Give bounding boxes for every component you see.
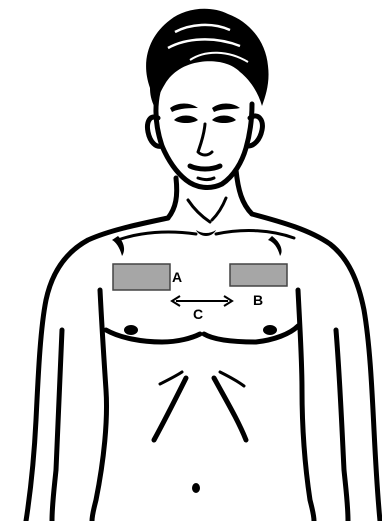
nipple-left	[124, 325, 138, 335]
throat-line	[188, 200, 210, 222]
clavicle-left	[118, 232, 196, 240]
neck-right	[236, 170, 252, 214]
electrode-pad-a	[113, 264, 170, 290]
torso-side-left	[92, 290, 107, 521]
label-c: C	[193, 306, 203, 322]
rib-line-left	[160, 372, 182, 384]
torso-illustration	[26, 214, 380, 521]
torso-side-right	[298, 290, 314, 521]
distance-arrow	[172, 296, 232, 306]
hair-shape	[146, 9, 268, 108]
navel	[192, 483, 200, 493]
abdomen-right	[214, 378, 246, 440]
abdomen-left	[154, 378, 186, 440]
electrode-pad-b	[230, 264, 287, 286]
shoulder-mark-right	[268, 236, 282, 256]
pectoral-right	[204, 326, 298, 342]
shoulder-right	[252, 214, 380, 521]
arm-inner-left	[52, 330, 62, 521]
nipple-right	[263, 325, 277, 335]
head-illustration	[146, 9, 268, 188]
sternal-notch	[196, 230, 216, 236]
clavicle-right	[216, 231, 294, 238]
eyebrow-right	[212, 104, 240, 113]
eye-right	[212, 116, 236, 124]
eye-left	[174, 116, 198, 124]
nose	[198, 124, 212, 155]
label-b: B	[253, 292, 263, 308]
pectoral-left	[106, 330, 200, 342]
eyebrow-left	[170, 104, 198, 113]
arm-inner-right	[336, 330, 348, 521]
neck-left	[168, 178, 177, 218]
mouth	[190, 166, 220, 169]
label-a: A	[172, 269, 182, 285]
rib-line-right	[220, 372, 244, 386]
chin-line	[198, 178, 214, 180]
throat-line-2	[212, 198, 226, 220]
